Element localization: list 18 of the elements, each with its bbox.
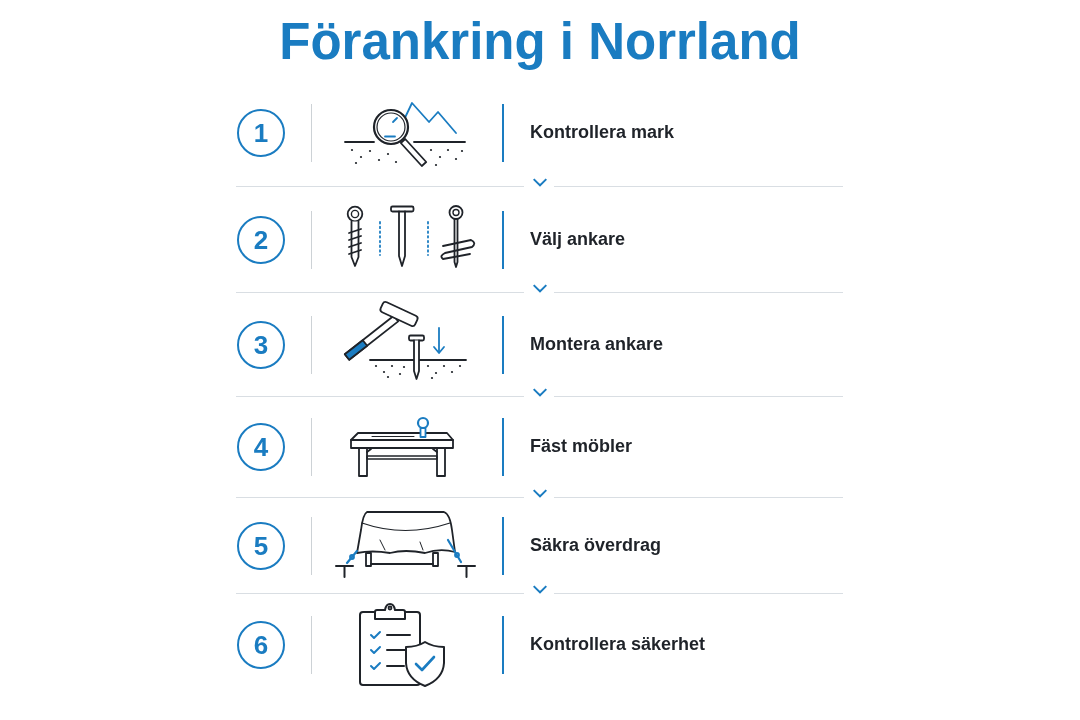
chevron-arrow: [533, 585, 547, 594]
step-number: 6: [237, 621, 285, 669]
step-number: 5: [237, 522, 285, 570]
step-title: Montera ankare: [530, 333, 664, 356]
step-title: Kontrollera mark: [530, 121, 675, 144]
title: Förankring i Norrland: [279, 14, 801, 71]
step-title: Kontrollera säkerhet: [530, 633, 706, 656]
step-number: 3: [237, 321, 285, 369]
step-number: 4: [237, 423, 285, 471]
step-number: 1: [237, 109, 285, 157]
chevron-arrow: [533, 284, 547, 293]
chevron-arrow: [533, 489, 547, 498]
step-title: Säkra överdrag: [530, 534, 662, 557]
step-title: Fäst möbler: [530, 435, 633, 458]
chevron-arrow: [533, 388, 547, 397]
step-number: 2: [237, 216, 285, 264]
chevron-arrow: [533, 178, 547, 187]
step-title: Välj ankare: [530, 228, 626, 251]
